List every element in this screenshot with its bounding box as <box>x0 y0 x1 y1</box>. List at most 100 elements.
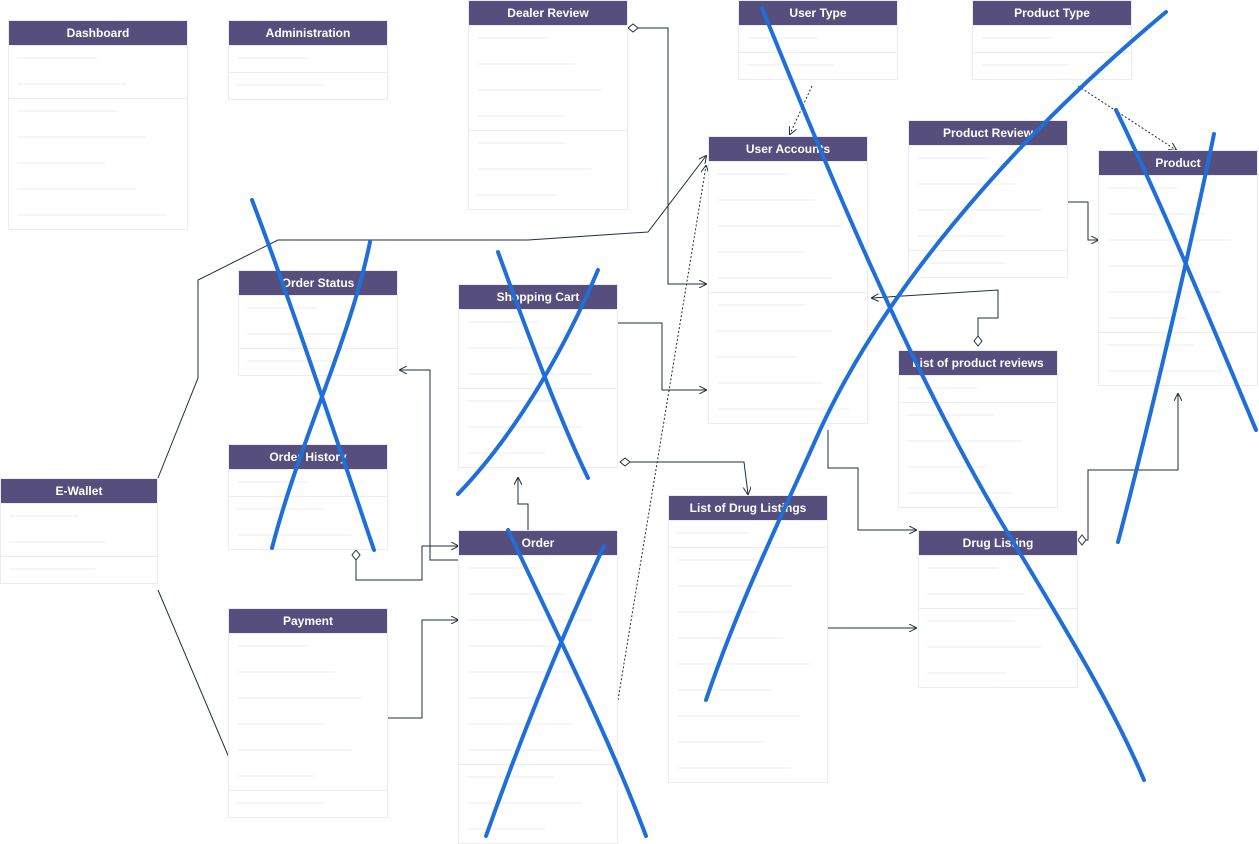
member-row <box>1099 359 1257 385</box>
link-product-review-product <box>1068 201 1098 240</box>
member-row <box>709 162 867 188</box>
member-row <box>973 26 1131 52</box>
member-row <box>229 497 387 523</box>
attributes-section <box>919 555 1077 608</box>
member-row <box>469 104 627 130</box>
operations-section <box>739 52 897 79</box>
operations-section <box>909 250 1067 277</box>
e-wallet-class[interactable]: E-Wallet <box>0 478 158 584</box>
member-row <box>899 429 1057 455</box>
member-row <box>459 660 617 686</box>
class-title: Order <box>459 531 617 555</box>
member-row <box>669 600 827 626</box>
class-title: E-Wallet <box>1 479 157 503</box>
member-row <box>229 686 387 712</box>
dealer-review-class[interactable]: Dealer Review <box>468 0 628 210</box>
member-row <box>669 652 827 678</box>
member-row <box>669 626 827 652</box>
product-review-class[interactable]: Product Review <box>908 120 1068 278</box>
member-row <box>1 504 157 530</box>
member-row <box>709 214 867 240</box>
class-title: Product <box>1099 151 1257 175</box>
class-title: Order History <box>229 445 387 469</box>
attributes-section <box>459 555 617 764</box>
attributes-section <box>229 469 387 496</box>
link-cart-drug-list <box>630 461 748 494</box>
list-of-drug-listings-class[interactable]: List of Drug Listings <box>668 495 828 783</box>
member-row <box>669 678 827 704</box>
operations-section <box>229 496 387 549</box>
member-row <box>909 146 1067 172</box>
payment-class[interactable]: Payment <box>228 608 388 818</box>
member-row <box>899 376 1057 402</box>
member-row <box>899 403 1057 429</box>
administration-class[interactable]: Administration <box>228 20 388 100</box>
member-row <box>709 293 867 319</box>
member-row <box>1099 228 1257 254</box>
order-status-class[interactable]: Order Status <box>238 270 398 376</box>
list-of-product-reviews-class[interactable]: List of product reviews <box>898 350 1058 508</box>
member-row <box>459 582 617 608</box>
link-drug-listing-product <box>1078 394 1178 541</box>
member-row <box>919 556 1077 582</box>
user-type-class[interactable]: User Type <box>738 0 898 80</box>
member-row <box>459 791 617 817</box>
member-row <box>229 791 387 817</box>
class-title: User Accounts <box>709 137 867 161</box>
member-row <box>459 765 617 791</box>
member-row <box>1099 280 1257 306</box>
attributes-section <box>459 309 617 388</box>
member-row <box>919 609 1077 635</box>
member-row <box>469 131 627 157</box>
shopping-cart-class[interactable]: Shopping Cart <box>458 284 618 468</box>
member-row <box>229 634 387 660</box>
member-row <box>1 530 157 556</box>
member-row <box>229 764 387 790</box>
member-row <box>1099 306 1257 332</box>
operations-section <box>899 402 1057 507</box>
member-row <box>899 481 1057 507</box>
aggregation-diamond <box>351 549 361 561</box>
dashboard-class[interactable]: Dashboard <box>8 20 188 230</box>
order-class[interactable]: Order <box>458 530 618 844</box>
user-accounts-class[interactable]: User Accounts <box>708 136 868 424</box>
member-row <box>899 455 1057 481</box>
member-row <box>9 177 187 203</box>
member-row <box>229 73 387 99</box>
member-row <box>469 183 627 209</box>
member-row <box>709 319 867 345</box>
member-row <box>669 704 827 730</box>
order-history-class[interactable]: Order History <box>228 444 388 550</box>
operations-section <box>1099 332 1257 385</box>
member-row <box>239 296 397 322</box>
drug-listing-class[interactable]: Drug Listing <box>918 530 1078 688</box>
member-row <box>229 738 387 764</box>
member-row <box>669 574 827 600</box>
class-title: User Type <box>739 1 897 25</box>
operations-section <box>709 292 867 423</box>
member-row <box>9 125 187 151</box>
member-row <box>459 310 617 336</box>
attributes-section <box>1099 175 1257 332</box>
member-row <box>1099 333 1257 359</box>
member-row <box>9 72 187 98</box>
member-row <box>229 523 387 549</box>
operations-section <box>229 790 387 817</box>
member-row <box>229 660 387 686</box>
member-row <box>669 521 827 547</box>
member-row <box>9 99 187 125</box>
attributes-section <box>9 45 187 98</box>
member-row <box>459 686 617 712</box>
member-row <box>1099 176 1257 202</box>
product-type-class[interactable]: Product Type <box>972 0 1132 80</box>
member-row <box>239 349 397 375</box>
aggregation-diamond <box>1077 534 1087 546</box>
member-row <box>229 470 387 496</box>
member-row <box>709 397 867 423</box>
member-row <box>909 251 1067 277</box>
operations-section <box>239 348 397 375</box>
class-title: Product Type <box>973 1 1131 25</box>
product-class[interactable]: Product <box>1098 150 1258 386</box>
member-row <box>229 46 387 72</box>
